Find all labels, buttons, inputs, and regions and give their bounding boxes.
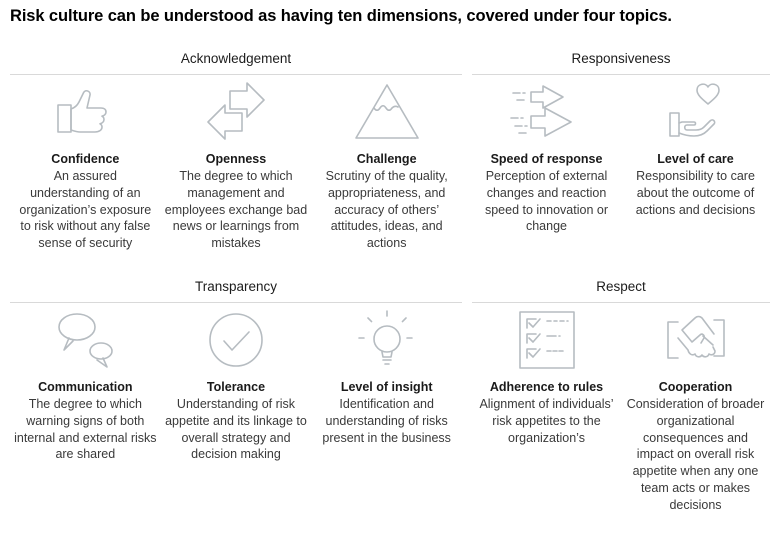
divider xyxy=(10,73,462,75)
dimension-name: Communication xyxy=(38,379,133,394)
topic-respect: Respect xyxy=(472,268,770,514)
check-circle-icon xyxy=(165,303,308,377)
handshake-icon xyxy=(625,303,766,377)
dimension-name: Level of care xyxy=(657,151,734,166)
dimension-communication: Communication The degree to which warnin… xyxy=(10,303,161,463)
dimension-name: Cooperation xyxy=(658,379,733,394)
dimension-level-of-care: Level of care Responsibility to care abo… xyxy=(621,75,770,235)
heart-in-hand-icon xyxy=(625,75,766,149)
dimension-description: Consideration of broader organizational … xyxy=(626,397,765,512)
dimension-name: Level of insight xyxy=(340,379,433,394)
dimension-level-of-insight: Level of insight Identification and unde… xyxy=(311,303,462,463)
divider xyxy=(10,301,462,303)
dimension-description: The degree to which warning signs of bot… xyxy=(14,397,157,462)
exchange-arrows-icon xyxy=(165,75,308,149)
dimension-description: An assured understanding of an organizat… xyxy=(19,169,152,251)
dimension-name: Challenge xyxy=(356,151,417,166)
lightbulb-icon xyxy=(315,303,458,377)
dimension-name: Confidence xyxy=(51,151,120,166)
dimension-description: Alignment of individuals’ risk appetites… xyxy=(479,397,614,445)
topic-header: Responsiveness xyxy=(571,50,671,66)
topic-acknowledgement: Acknowledgement Confidence An assured un… xyxy=(10,40,462,268)
dimension-name: Tolerance xyxy=(206,379,266,394)
dimension-description: Identification and understanding of risk… xyxy=(322,397,451,445)
speed-arrows-icon xyxy=(476,75,617,149)
divider xyxy=(472,73,770,75)
topic-header: Transparency xyxy=(194,278,278,294)
dimension-adherence-to-rules: Adherence to rules Alignment of individu… xyxy=(472,303,621,514)
page-title: Risk culture can be understood as having… xyxy=(10,7,672,25)
checklist-icon xyxy=(476,303,617,377)
topic-header: Respect xyxy=(596,278,646,294)
dimension-description: Scrutiny of the quality, appropriateness… xyxy=(325,169,448,251)
dimension-description: Perception of external changes and react… xyxy=(484,169,608,234)
dimension-description: Understanding of risk appetite and its l… xyxy=(165,397,307,462)
topic-header: Acknowledgement xyxy=(180,50,292,66)
risk-culture-infographic: Risk culture can be understood as having… xyxy=(10,7,770,514)
dimension-speed-of-response: Speed of response Perception of external… xyxy=(472,75,621,235)
divider xyxy=(472,301,770,303)
speech-bubbles-icon xyxy=(14,303,157,377)
dimension-openness: Openness The degree to which management … xyxy=(161,75,312,252)
topics-grid: Acknowledgement Confidence An assured un… xyxy=(10,40,770,514)
dimension-description: Responsibility to care about the outcome… xyxy=(635,169,756,217)
dimension-tolerance: Tolerance Understanding of risk appetite… xyxy=(161,303,312,463)
topic-responsiveness: Responsiveness Speed of response Percept… xyxy=(472,40,770,268)
dimension-name: Adherence to rules xyxy=(489,379,604,394)
thumbs-up-icon xyxy=(14,75,157,149)
dimension-cooperation: Cooperation Consideration of broader org… xyxy=(621,303,770,514)
dimension-name: Speed of response xyxy=(490,151,603,166)
dimension-challenge: Challenge Scrutiny of the quality, appro… xyxy=(311,75,462,252)
dimension-description: The degree to which management and emplo… xyxy=(164,169,308,251)
mountain-icon xyxy=(315,75,458,149)
dimension-confidence: Confidence An assured understanding of a… xyxy=(10,75,161,252)
topic-transparency: Transparency Communication The degree to… xyxy=(10,268,462,514)
dimension-name: Openness xyxy=(205,151,267,166)
